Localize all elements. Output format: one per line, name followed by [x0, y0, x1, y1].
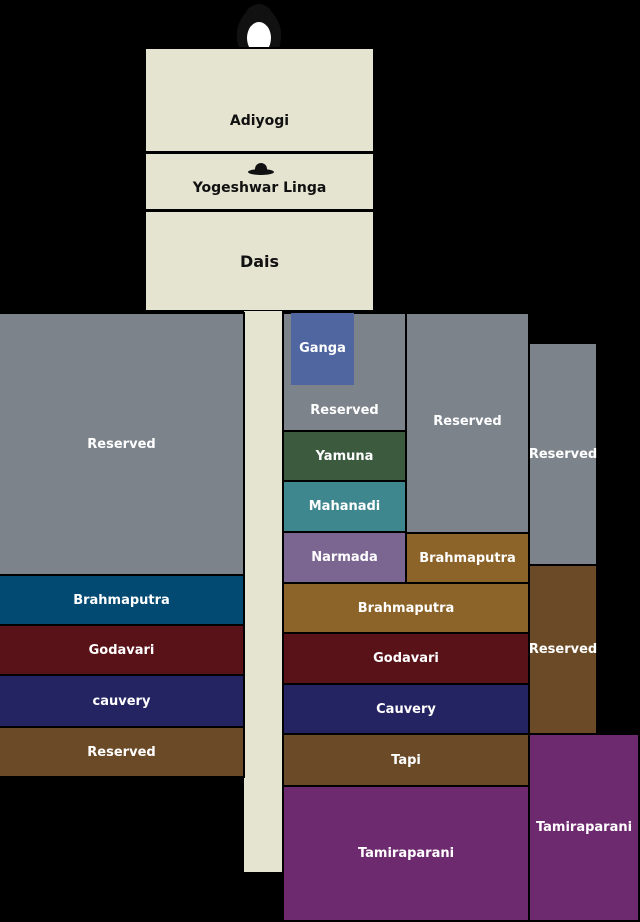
- tapi-block[interactable]: Tapi: [282, 733, 530, 787]
- center-tamiraparani-block[interactable]: Tamiraparani: [282, 785, 530, 922]
- seat-label: Ganga: [299, 341, 346, 356]
- adiyogi-block[interactable]: Adiyogi: [144, 47, 375, 153]
- seat-label: Tamiraparani: [535, 820, 633, 835]
- center-cauvery-block[interactable]: Cauvery: [282, 683, 530, 735]
- seat-label: Brahmaputra: [419, 550, 516, 566]
- center-brahmaputra-block[interactable]: Brahmaputra: [282, 582, 530, 634]
- seat-label: Godavari: [88, 642, 155, 658]
- ganga-block[interactable]: Ganga: [291, 313, 354, 385]
- dais-label: Dais: [239, 251, 280, 271]
- left-reserved-bottom-block[interactable]: Reserved: [0, 726, 245, 778]
- right-tamiraparani-block[interactable]: Tamiraparani: [528, 733, 640, 922]
- mahanadi-block[interactable]: Mahanadi: [282, 480, 407, 533]
- dais-block[interactable]: Dais: [144, 210, 375, 312]
- right-inner-brahmaputra-block[interactable]: Brahmaputra: [405, 532, 530, 584]
- yamuna-block[interactable]: Yamuna: [282, 430, 407, 482]
- seat-label: Yamuna: [315, 448, 374, 464]
- seat-label: Tapi: [391, 752, 421, 768]
- seat-label: Reserved: [433, 414, 502, 429]
- center-godavari-block[interactable]: Godavari: [282, 632, 530, 685]
- right-inner-reserved-block[interactable]: Reserved: [405, 312, 530, 534]
- narmada-block[interactable]: Narmada: [282, 531, 407, 584]
- seat-label: Reserved: [87, 436, 156, 452]
- seat-label: Godavari: [373, 651, 439, 666]
- right-outer-reserved-brown-block[interactable]: Reserved: [528, 564, 598, 735]
- left-cauvery-block[interactable]: cauvery: [0, 674, 245, 728]
- seat-label: Reserved: [528, 642, 598, 657]
- left-brahmaputra-block[interactable]: Brahmaputra: [0, 574, 245, 626]
- adiyogi-label: Adiyogi: [229, 113, 290, 129]
- seat-label: Brahmaputra: [357, 600, 455, 616]
- seat-label: Mahanadi: [308, 499, 381, 514]
- left-reserved-block[interactable]: Reserved: [0, 312, 245, 576]
- seat-label: Tamiraparani: [357, 846, 455, 861]
- right-outer-reserved-block[interactable]: Reserved: [528, 342, 598, 566]
- seat-label: Narmada: [311, 550, 378, 565]
- seat-label: Cauvery: [376, 701, 436, 717]
- yogeshwar-linga-block[interactable]: Yogeshwar Linga: [144, 152, 375, 211]
- seat-label: cauvery: [92, 693, 151, 709]
- aisle: [244, 311, 282, 872]
- seat-label: Brahmaputra: [73, 592, 170, 608]
- seat-label: Reserved: [528, 446, 598, 462]
- linga-label: Yogeshwar Linga: [192, 180, 327, 196]
- linga-icon: [248, 163, 274, 175]
- left-godavari-block[interactable]: Godavari: [0, 624, 245, 676]
- seat-label: Reserved: [87, 744, 156, 760]
- seat-label: Reserved: [310, 403, 379, 418]
